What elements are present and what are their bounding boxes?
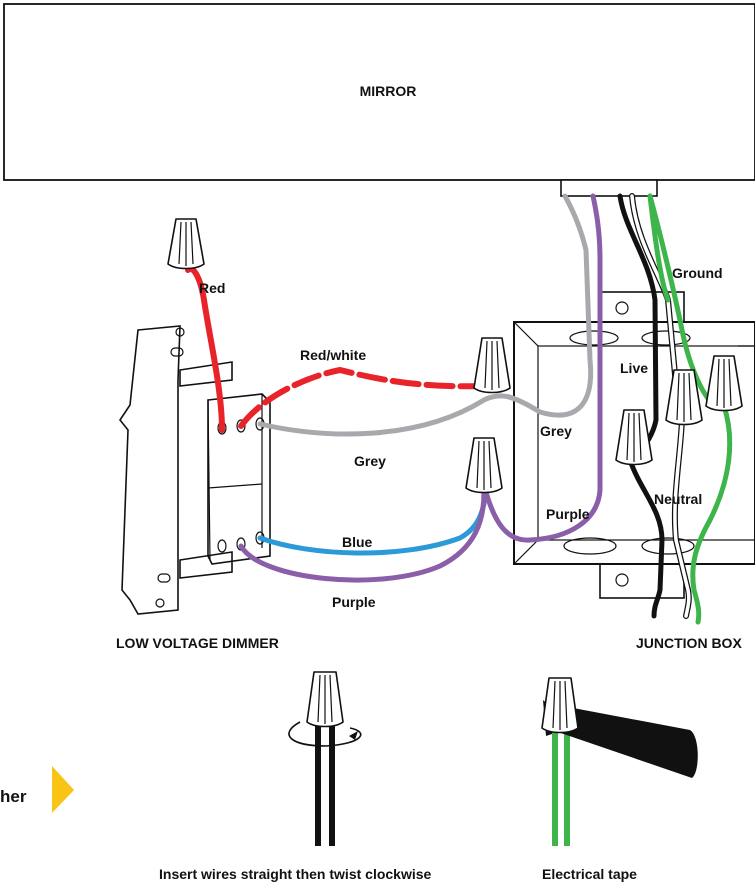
junction-box-bottom-tab (599, 561, 685, 599)
twist-arrow-icon (288, 721, 362, 747)
label-low-voltage-dimmer: LOW VOLTAGE DIMMER (116, 635, 279, 651)
label-ground: Ground (672, 265, 723, 281)
wire-blue (257, 487, 489, 556)
caption-tape: Electrical tape (542, 866, 637, 882)
terminal-bottom-left (217, 539, 227, 553)
label-grey-right: Grey (540, 423, 572, 439)
wire-black-supply (627, 457, 665, 619)
wire-nut-red (167, 218, 205, 270)
label-blue: Blue (342, 534, 373, 550)
wires (185, 193, 733, 625)
wire-nut-live (615, 409, 653, 466)
knockout-bottom-left (563, 537, 617, 555)
wire-red (185, 265, 225, 433)
label-neutral: Neutral (654, 491, 702, 507)
tape-illustration (541, 677, 698, 846)
mirror (3, 3, 755, 197)
wire-nut-purple (465, 437, 503, 494)
knockout-top-right (641, 330, 691, 346)
knockout-bottom-right (641, 537, 695, 555)
label-mirror: MIRROR (360, 83, 417, 99)
next-arrow-icon (52, 766, 74, 813)
wire-purple-dimmer (238, 489, 487, 583)
wire-nuts (167, 218, 743, 494)
mirror-wire-collar (560, 179, 658, 197)
terminal-red-white (236, 419, 246, 433)
wire-nut-grey (473, 337, 511, 394)
label-live: Live (620, 360, 648, 376)
wire-nut-neutral (665, 369, 703, 426)
electrical-tape (552, 704, 698, 778)
wire-grey-dimmer (257, 193, 594, 437)
knockout-top-left (569, 330, 619, 346)
label-purple-left: Purple (332, 594, 376, 610)
label-edge-fragment: her (0, 787, 27, 806)
wire-nut-ground (705, 355, 743, 412)
wire-green-supply (690, 403, 733, 625)
low-voltage-dimmer (119, 325, 271, 615)
wire-green-ground (647, 193, 719, 409)
label-red-white: Red/white (300, 347, 366, 363)
wire-purple-mirror (483, 193, 603, 543)
label-junction-box: JUNCTION BOX (636, 635, 742, 651)
label-red: Red (199, 280, 225, 296)
label-grey-left: Grey (354, 453, 386, 469)
caption-twist: Insert wires straight then twist clockwi… (159, 866, 432, 882)
wire-red-white (238, 367, 491, 429)
label-purple-right: Purple (546, 506, 590, 522)
dimmer-wall-plate (119, 325, 181, 615)
twist-illustration (288, 671, 362, 846)
